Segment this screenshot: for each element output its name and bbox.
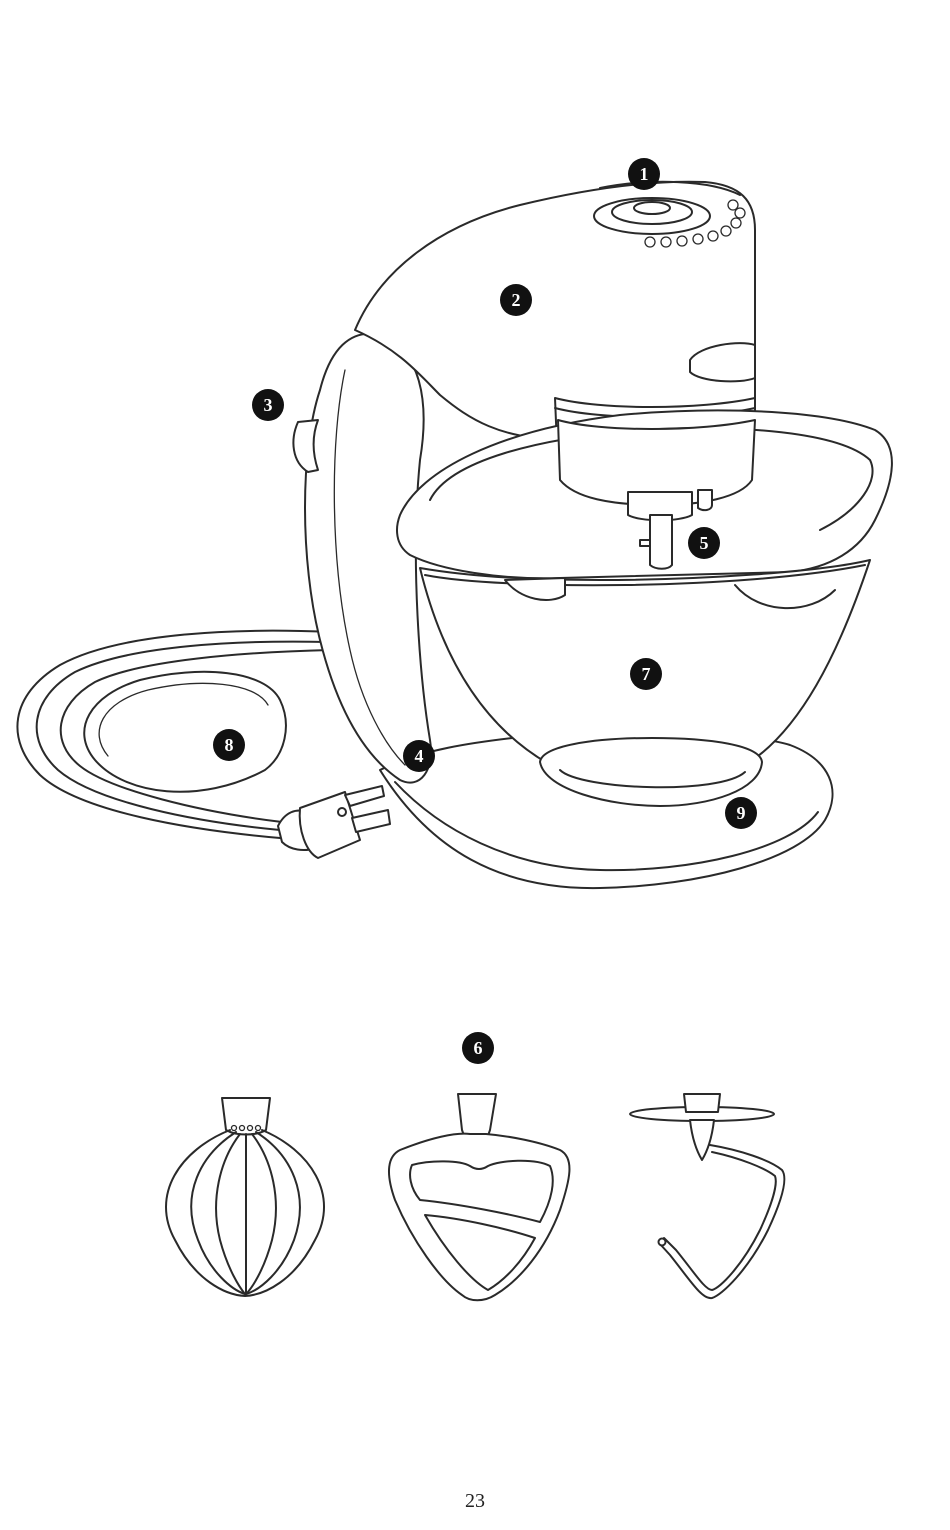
svg-text:6: 6 [474,1038,483,1058]
svg-text:8: 8 [225,735,234,755]
callout-6: 6 [462,1032,494,1064]
power-cord [17,631,330,838]
callout-2: 2 [500,284,532,316]
callout-4: 4 [403,740,435,772]
power-plug [278,786,390,858]
page-number: 23 [0,1490,950,1513]
callout-3: 3 [252,389,284,421]
svg-text:7: 7 [642,664,651,684]
callout-9: 9 [725,797,757,829]
whisk-attachment [166,1098,324,1296]
tilt-release-lever [293,420,318,472]
dough-hook-attachment [630,1094,784,1298]
svg-text:9: 9 [737,803,746,823]
callout-8: 8 [213,729,245,761]
svg-text:2: 2 [512,290,521,310]
flat-beater-attachment [389,1094,569,1300]
svg-text:5: 5 [700,533,709,553]
callout-5: 5 [688,527,720,559]
svg-text:1: 1 [640,164,649,184]
callout-1: 1 [628,158,660,190]
callout-7: 7 [630,658,662,690]
svg-text:3: 3 [264,395,273,415]
svg-text:4: 4 [415,746,424,766]
mixer-column [305,334,431,783]
